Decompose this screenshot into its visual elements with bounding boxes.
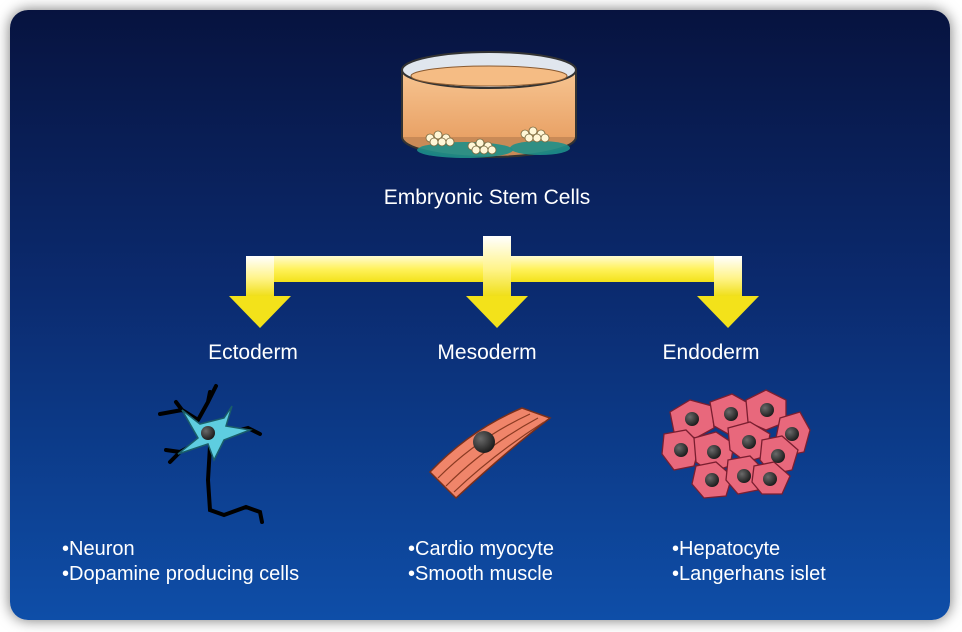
branch-label-endoderm: Endoderm (662, 341, 760, 364)
muscle-cell-icon (428, 407, 552, 500)
list-item: •Dopamine producing cells (62, 563, 300, 585)
branch-label-ectoderm: Ectoderm (208, 341, 298, 364)
list-item: •Langerhans islet (672, 563, 826, 585)
diagram-slide: Embryonic Stem Cells Ectoderm Mesoderm E… (10, 10, 950, 620)
list-item: •Neuron (62, 538, 135, 560)
branching-arrows (229, 236, 759, 328)
list-item: •Smooth muscle (408, 563, 553, 585)
arrow-stem-center (466, 236, 528, 328)
arrow-ectoderm (229, 256, 291, 328)
diagram-art (158, 51, 811, 524)
list-item: •Hepatocyte (672, 538, 781, 560)
mesoderm-items: •Cardio myocyte •Smooth muscle (408, 537, 554, 587)
neuron-icon (158, 384, 264, 524)
ectoderm-items: •Neuron •Dopamine producing cells (62, 537, 299, 587)
stem-cell-colonies (417, 126, 570, 158)
branch-label-mesoderm: Mesoderm (437, 341, 537, 364)
endoderm-items: •Hepatocyte •Langerhans islet (672, 537, 826, 587)
petri-dish-icon (401, 51, 577, 158)
hepatocyte-cluster-icon (661, 389, 811, 499)
root-label: Embryonic Stem Cells (383, 186, 591, 209)
arrow-endoderm (697, 256, 759, 328)
list-item: •Cardio myocyte (408, 538, 554, 560)
